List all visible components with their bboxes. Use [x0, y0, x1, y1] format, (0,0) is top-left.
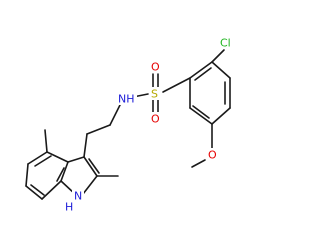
- bond: [67, 156, 85, 163]
- bond: [162, 77, 191, 93]
- bonds: [25, 49, 231, 200]
- bond: [60, 161, 69, 182]
- bond: [109, 102, 122, 126]
- chlorine-atom-label: Cl: [220, 37, 231, 50]
- bond: [46, 151, 69, 163]
- bond: [211, 49, 225, 63]
- structure-drawing: Cl S O O NH O N H: [25, 36, 236, 214]
- bond: [44, 129, 48, 153]
- bond: [82, 175, 98, 195]
- bond: [191, 159, 206, 168]
- sulfonyl-oxygen-top-label: O: [151, 61, 160, 74]
- bond: [211, 61, 231, 79]
- bond: [189, 61, 213, 79]
- bond: [211, 107, 231, 125]
- bond: [189, 107, 213, 125]
- bond: [83, 133, 88, 158]
- chemical-structure: Cl S O O NH O N H: [25, 36, 236, 214]
- bond: [83, 156, 98, 177]
- bond: [27, 151, 48, 165]
- indole-nitrogen-label: N: [74, 190, 82, 203]
- bond: [56, 167, 65, 182]
- sulfonyl-oxygen-bottom-label: O: [151, 113, 160, 126]
- sulfonamide-nh-label: NH: [118, 93, 135, 106]
- methoxy-oxygen-label: O: [208, 149, 217, 162]
- indole-hydrogen-label: H: [65, 201, 73, 214]
- bond: [192, 105, 210, 119]
- bond: [30, 184, 45, 196]
- bond: [86, 124, 111, 135]
- bond: [194, 67, 212, 81]
- bond: [25, 163, 29, 187]
- atom-labels: Cl S O O NH O N H: [65, 36, 236, 214]
- sulfur-atom-label: S: [151, 88, 158, 101]
- bond: [34, 155, 52, 167]
- bond: [88, 158, 100, 174]
- bond: [41, 180, 62, 200]
- bond: [25, 185, 43, 200]
